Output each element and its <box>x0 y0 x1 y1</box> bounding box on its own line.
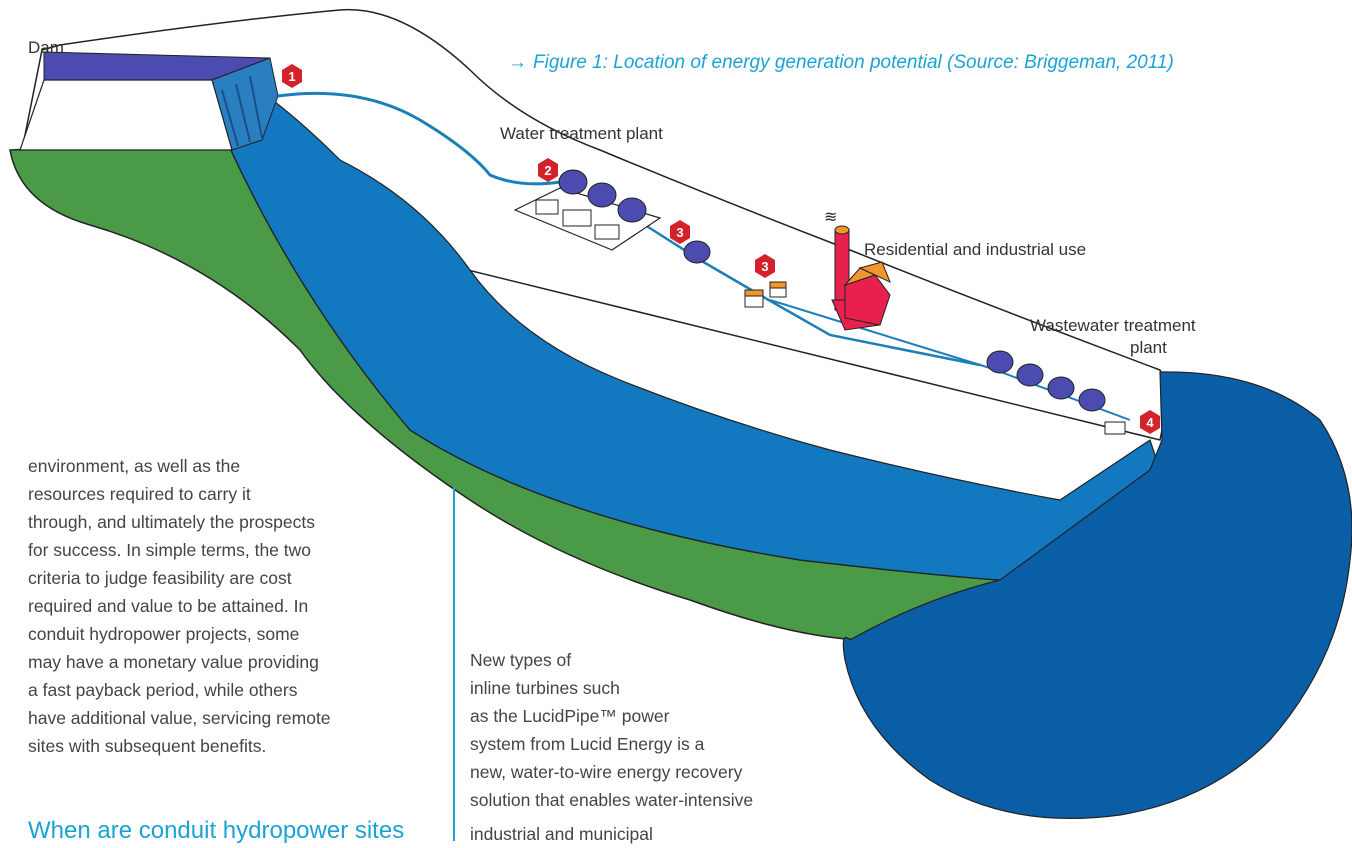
right-text-column: New types of inline turbines such as the… <box>470 646 870 814</box>
right-line: system from Lucid Energy is a <box>470 734 705 754</box>
right-line: new, water-to-wire energy recovery <box>470 762 743 782</box>
figure-caption: → Figure 1: Location of energy generation… <box>508 52 1174 74</box>
label-dam: Dam <box>28 38 64 57</box>
factory <box>831 225 891 331</box>
pipeline-dam-to-plant <box>277 91 561 186</box>
left-line: criteria to judge feasibility are cost <box>28 568 292 588</box>
section-heading-cut: When are conduit hydropower sites <box>28 817 405 844</box>
marker-2: 2 <box>538 158 558 182</box>
left-line: have additional value, servicing remote <box>28 708 331 728</box>
right-line: inline turbines such <box>470 678 620 698</box>
svg-text:2: 2 <box>544 163 551 178</box>
label-wastewater-2: plant <box>1130 338 1167 357</box>
left-line: through, and ultimately the prospects <box>28 512 315 532</box>
arrow-right-icon: → <box>508 52 527 73</box>
treatment-buildings <box>535 199 620 240</box>
right-line: as the LucidPipe™ power <box>470 706 670 726</box>
svg-text:1: 1 <box>288 69 295 84</box>
smoke-icon: ≋ <box>824 209 837 226</box>
marker-3a: 3 <box>670 220 690 244</box>
svg-text:3: 3 <box>676 225 683 240</box>
right-line: solution that enables water-intensive <box>470 790 754 810</box>
dam-wall <box>19 79 233 151</box>
wastewater-building <box>1104 421 1126 435</box>
wastewater-tanks <box>986 350 1106 412</box>
label-wastewater-1: Wastewater treatment <box>1030 316 1196 335</box>
svg-text:4: 4 <box>1146 415 1154 430</box>
left-text-column: environment, as well as the resources re… <box>28 452 448 760</box>
left-line: a fast payback period, while others <box>28 680 298 700</box>
left-line: required and value to be attained. In <box>28 596 309 616</box>
left-line: environment, as well as the <box>28 456 241 476</box>
pump-houses <box>744 281 787 308</box>
left-line: resources required to carry it <box>28 484 251 504</box>
river <box>229 91 1161 581</box>
left-line: for success. In simple terms, the two <box>28 540 312 560</box>
marker-1: 1 <box>282 64 302 88</box>
left-line: conduit hydropower projects, some <box>28 624 300 644</box>
svg-text:3: 3 <box>761 259 768 274</box>
label-water-treatment: Water treatment plant <box>500 124 663 143</box>
marker-4: 4 <box>1140 410 1160 434</box>
left-line: sites with subsequent benefits. <box>28 736 267 756</box>
treatment-tanks <box>558 169 711 264</box>
right-line-cut: industrial and municipal <box>470 824 653 844</box>
caption-text: Figure 1: Location of energy generation … <box>533 52 1174 73</box>
label-residential: Residential and industrial use <box>864 240 1087 259</box>
markers: 1 2 3 3 4 <box>282 64 1160 434</box>
right-line: New types of <box>470 650 572 670</box>
marker-3b: 3 <box>755 254 775 278</box>
lake <box>842 371 1352 819</box>
column-divider <box>453 486 455 841</box>
left-line: may have a monetary value providing <box>28 652 319 672</box>
